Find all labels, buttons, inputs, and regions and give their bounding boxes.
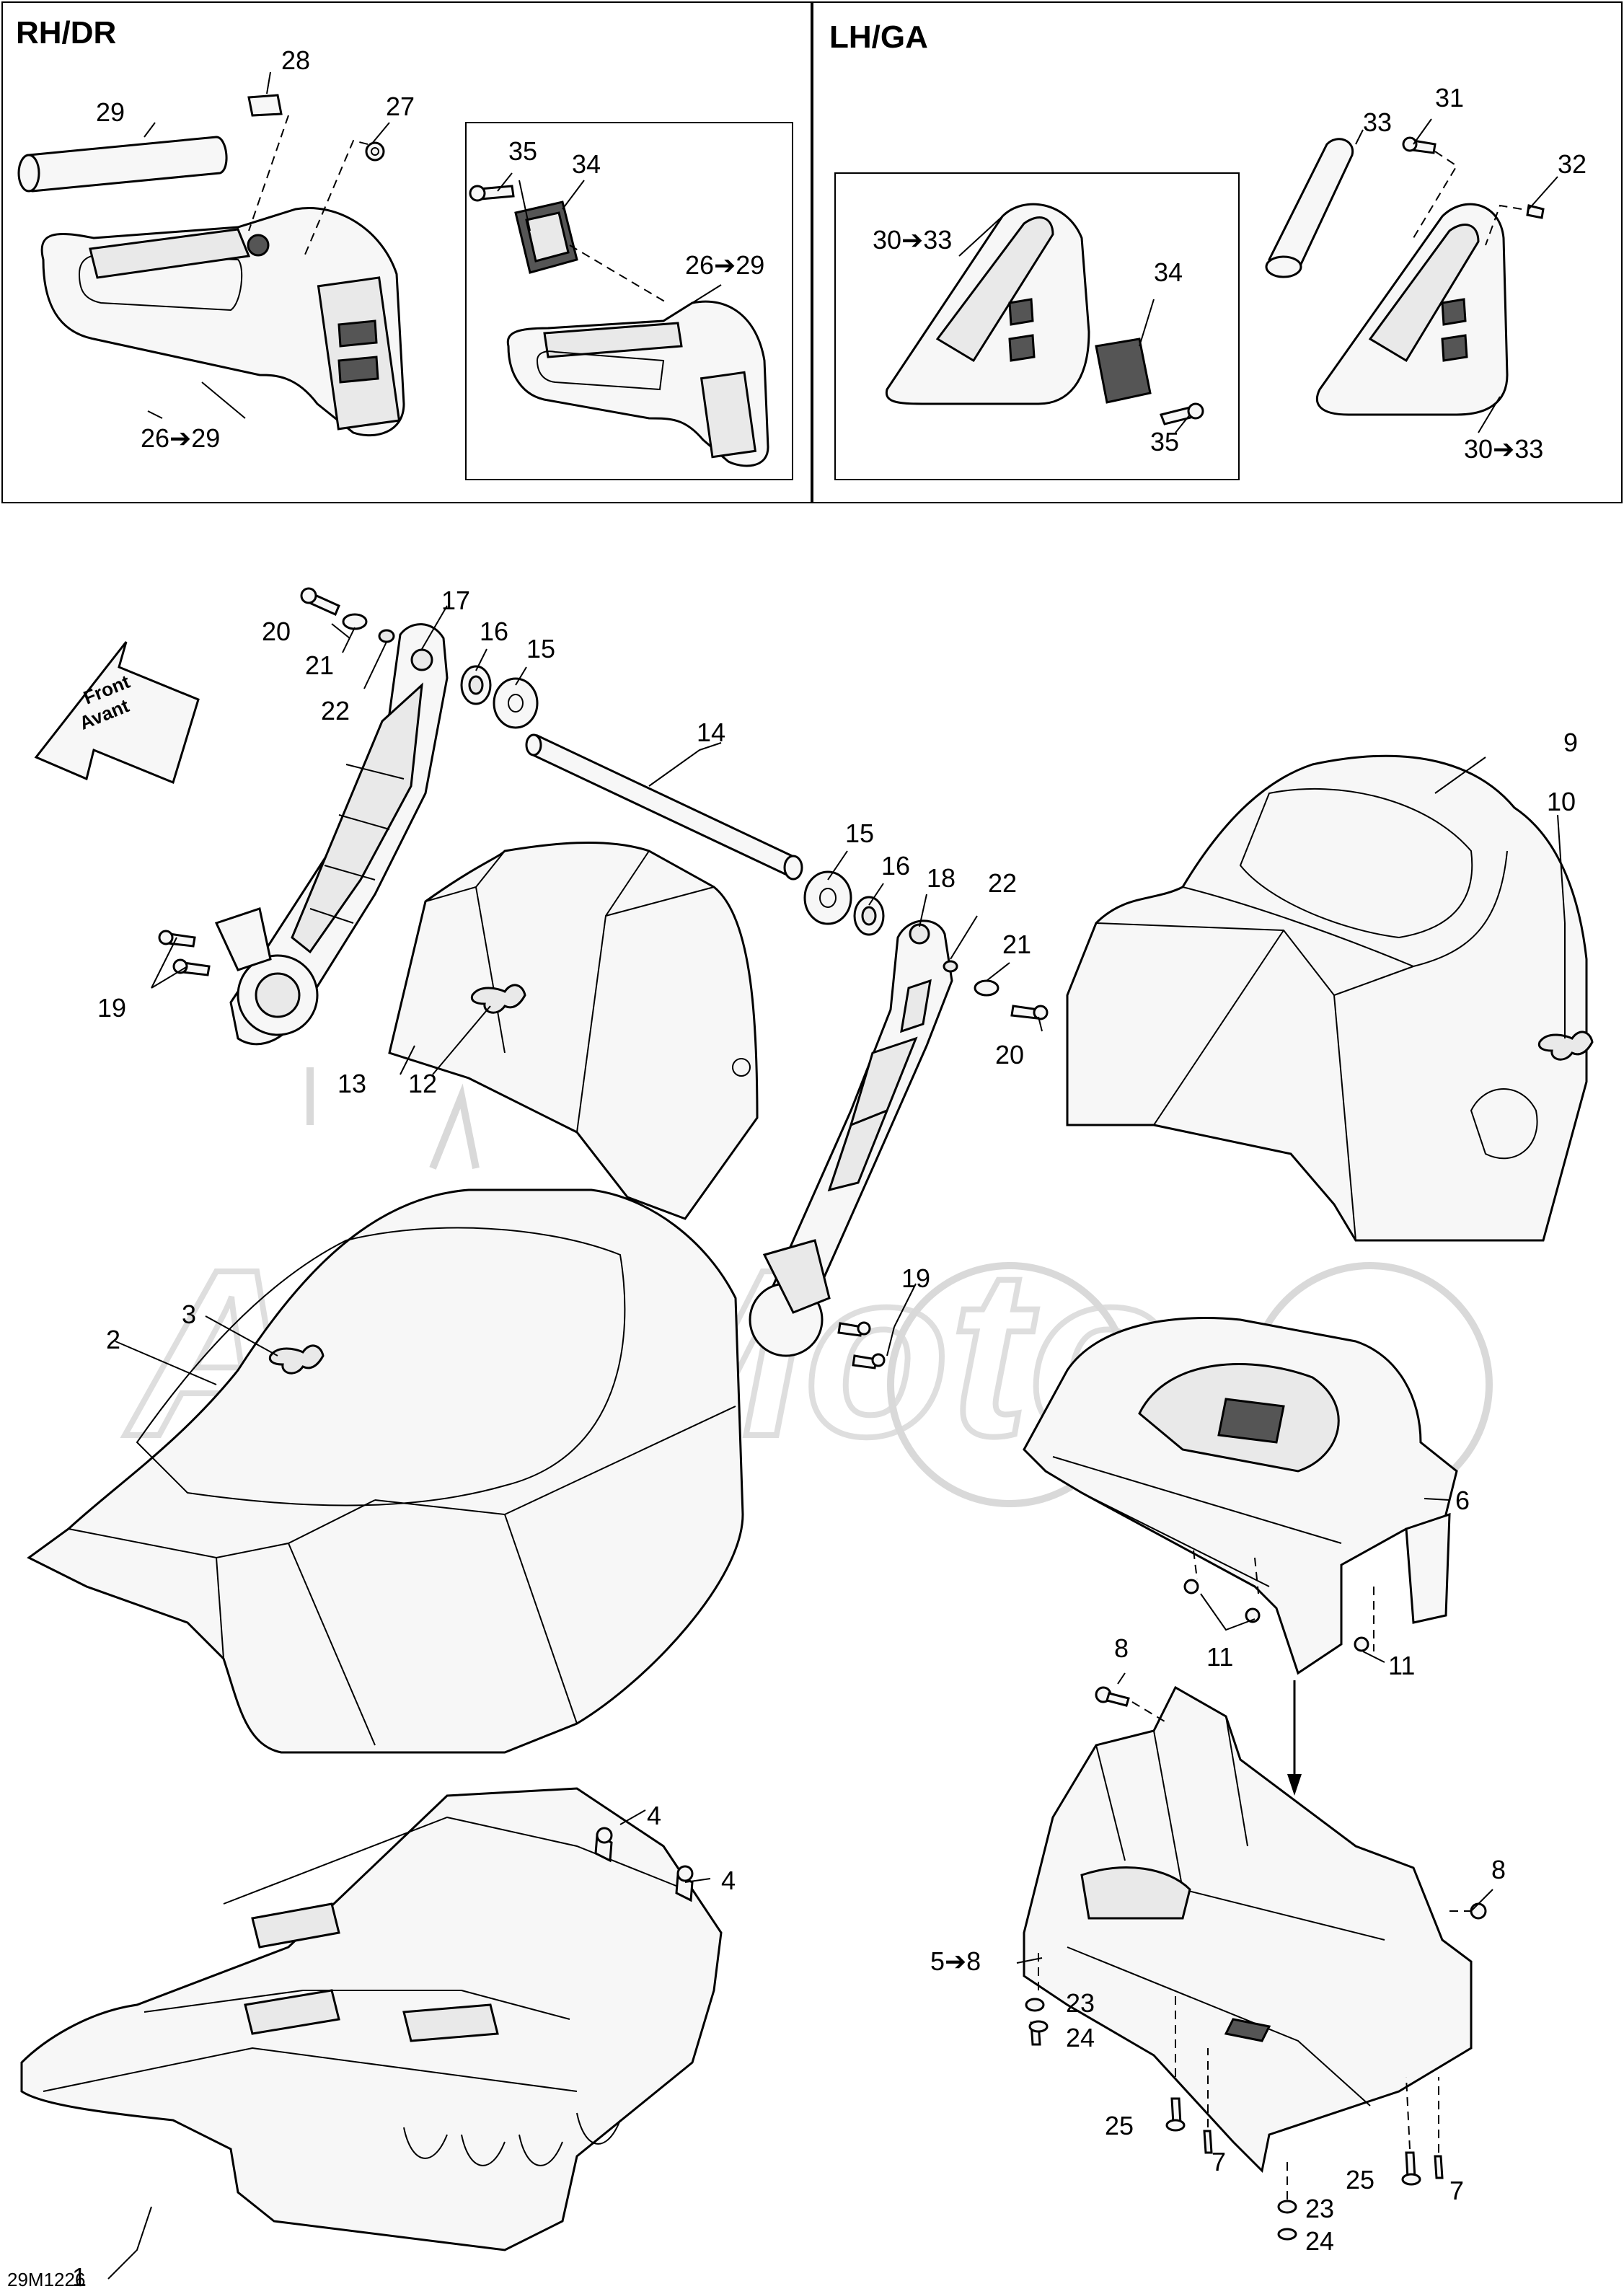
callout-34b: 34 (1154, 257, 1183, 287)
backrest (388, 841, 759, 1220)
callout-11a: 11 (1206, 1642, 1233, 1672)
rh-handle-large (17, 94, 405, 437)
lh-handle-inset (885, 203, 1204, 425)
support-frame (1023, 1685, 1487, 2241)
callout-7a: 7 (1212, 2147, 1226, 2176)
callout-33: 33 (1363, 107, 1392, 137)
callout-19b: 19 (901, 1263, 930, 1293)
callout-16a: 16 (480, 617, 508, 646)
callout-26a: 26➔29 (141, 423, 220, 453)
callout-9: 9 (1563, 728, 1578, 757)
callout-19a: 19 (97, 993, 126, 1023)
callout-6: 6 (1455, 1486, 1470, 1515)
front-arrow: Front Avant (34, 641, 200, 785)
callout-30b: 30➔33 (1464, 434, 1543, 464)
callout-5: 5➔8 (930, 1946, 981, 1976)
callout-2: 2 (106, 1325, 120, 1354)
callout-4a: 4 (647, 1801, 661, 1830)
passenger-seat (1066, 754, 1594, 1242)
callout-8a: 8 (1114, 1633, 1129, 1663)
callout-8b: 8 (1491, 1855, 1506, 1884)
rh-panel-title: RH/DR (16, 15, 116, 50)
lh-panel-title: LH/GA (829, 19, 928, 55)
callout-35a: 35 (508, 136, 537, 166)
callout-28: 28 (281, 45, 310, 75)
callout-21b: 21 (1002, 930, 1031, 959)
callout-22a: 22 (321, 696, 350, 725)
callout-25a: 25 (1105, 2111, 1134, 2140)
storage-tray (1023, 1317, 1458, 1796)
callout-12: 12 (408, 1069, 437, 1098)
lh-handle-large (1265, 136, 1545, 416)
callout-34a: 34 (572, 149, 601, 179)
seat (27, 1188, 744, 1754)
callout-24b: 24 (1305, 2226, 1334, 2256)
callout-3: 3 (182, 1300, 196, 1329)
callout-10: 10 (1547, 787, 1576, 816)
tube (525, 733, 803, 881)
callout-16b: 16 (881, 851, 910, 881)
callout-24a: 24 (1066, 2023, 1095, 2052)
callout-35b: 35 (1150, 427, 1179, 456)
callout-29: 29 (96, 97, 125, 127)
seat-base (20, 1787, 723, 2251)
backrest-bracket-right (749, 870, 1049, 1369)
callout-30a: 30➔33 (873, 225, 952, 255)
rh-inset-frame (465, 122, 793, 480)
callout-21a: 21 (305, 650, 334, 680)
callout-26b: 26➔29 (685, 250, 764, 280)
callout-15b: 15 (845, 819, 874, 848)
callout-7b: 7 (1449, 2176, 1464, 2205)
callouts: 1 2 3 4 4 5➔8 6 7 7 8 8 9 10 11 11 12 13… (72, 45, 1587, 2292)
callout-13: 13 (337, 1069, 366, 1098)
lh-inset-frame (834, 172, 1240, 480)
callout-20a: 20 (262, 617, 291, 646)
figure-code: 29M1226 (7, 2269, 85, 2290)
callout-18: 18 (927, 863, 956, 893)
callout-14: 14 (697, 718, 725, 747)
callout-27: 27 (386, 92, 415, 121)
rh-handle-inset (469, 185, 769, 467)
callout-23a: 23 (1066, 1988, 1095, 2018)
backrest-bracket-left (158, 587, 539, 1046)
callout-32: 32 (1558, 149, 1587, 179)
callout-23b: 23 (1305, 2194, 1334, 2223)
callout-31: 31 (1435, 83, 1464, 113)
leader-lines (107, 71, 1566, 2280)
callout-4b: 4 (721, 1866, 736, 1895)
callout-17: 17 (441, 586, 470, 615)
top-panels: RH/DR LH/GA (1, 1, 1623, 503)
callout-1: 1 (72, 2262, 87, 2292)
callout-20b: 20 (995, 1040, 1024, 1069)
callout-15a: 15 (526, 634, 555, 663)
callout-25b: 25 (1346, 2165, 1374, 2194)
callout-11b: 11 (1388, 1651, 1415, 1680)
callout-22b: 22 (988, 868, 1017, 898)
